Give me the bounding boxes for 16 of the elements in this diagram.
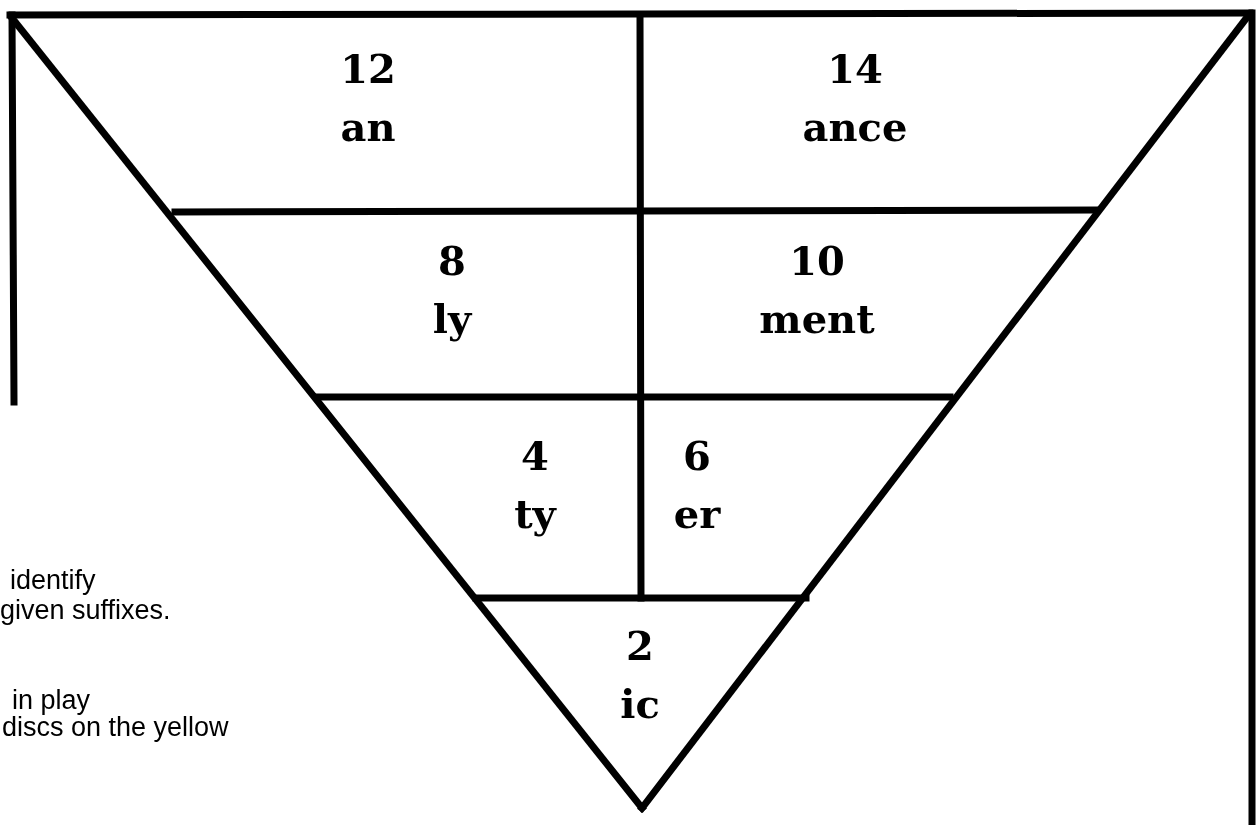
point-value: 10	[789, 237, 845, 285]
instruction-text: given suffixes.	[0, 595, 171, 625]
suffix-text: ic	[620, 680, 660, 728]
point-value: 4	[521, 432, 549, 480]
suffix-text: ty	[514, 490, 556, 538]
point-value: 6	[683, 432, 711, 480]
point-value: 14	[827, 45, 883, 93]
suffix-text: er	[673, 490, 721, 538]
suffix-text: ment	[759, 295, 875, 343]
instruction-text: identify	[10, 565, 96, 595]
point-value: 12	[340, 45, 396, 93]
point-value: 2	[626, 622, 654, 670]
suffix-text: ly	[432, 295, 472, 343]
suffix-text: ance	[802, 103, 908, 151]
suffix-text: an	[340, 103, 396, 151]
point-value: 8	[438, 237, 466, 285]
